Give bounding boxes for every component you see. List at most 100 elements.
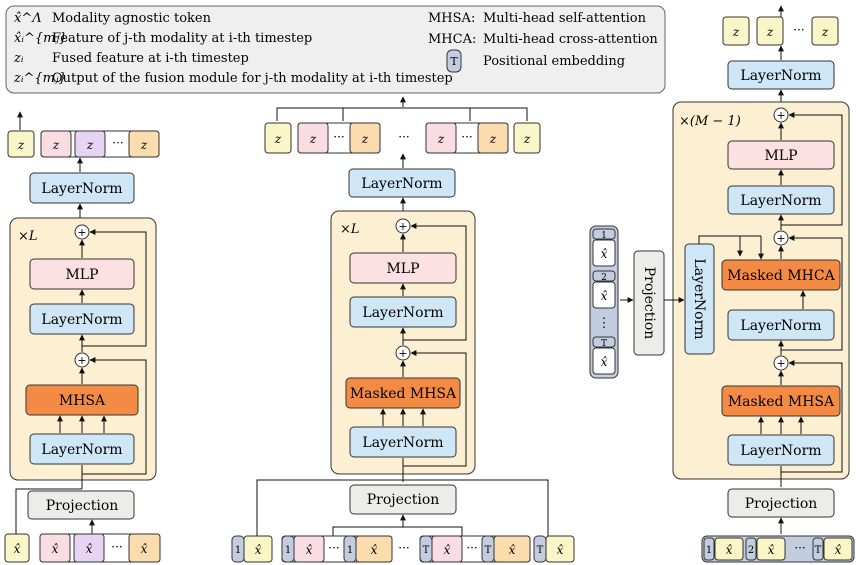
layernorm-label: LayerNorm (41, 442, 122, 458)
layernorm-block (349, 426, 457, 458)
pos-embed-label: 2 (748, 545, 754, 556)
right-output-tokens: z z ··· z (722, 16, 839, 46)
token-x1-mj (592, 239, 616, 267)
pos-embed-T (592, 336, 616, 348)
mlp-label: MLP (386, 261, 419, 277)
token-z (7, 130, 35, 158)
pos-embed-T (812, 537, 824, 561)
pos-embed-2 (745, 537, 757, 561)
repeat-label: ×L (340, 222, 360, 237)
pos-embed-label: T (601, 339, 607, 349)
layernorm-label: LayerNorm (41, 181, 122, 197)
layernorm-block (29, 433, 135, 465)
projection-block (727, 488, 835, 518)
token-label: z (52, 138, 60, 152)
token-z1 (722, 16, 750, 46)
legend-abbr-text: Multi-head self-attention (483, 11, 647, 26)
projection-label: Projection (46, 498, 119, 514)
legend-abbr-mhca: MHCA: Multi-head cross-attention (428, 32, 658, 47)
token-z-m1 (40, 130, 72, 158)
token-zT (811, 16, 839, 46)
pos-embed-2 (592, 270, 616, 282)
token-label: z (821, 25, 829, 39)
plus-label: + (398, 220, 407, 233)
add-node (74, 352, 90, 368)
token-label: x̂ (141, 542, 148, 556)
positional-embedding-swatch (446, 49, 462, 73)
middle-output-tokens: z z ··· z ··· z ··· z z (264, 122, 541, 154)
token-xT-lambda (545, 535, 575, 563)
mhsa-label: MHSA (59, 393, 106, 409)
token-label: x̂ (601, 247, 608, 261)
token-label: x̂ (52, 542, 59, 556)
left-architecture: z z z ··· z LayerNorm ×L + MLP LayerNorm… (4, 111, 161, 563)
token-label: x̂ (726, 543, 733, 557)
legend-symbol: zᵢ^{mⱼ} (13, 71, 67, 86)
pos-embed-1 (592, 228, 616, 240)
legend-symbol: zᵢ (13, 51, 24, 66)
token-xT-lambda (823, 537, 853, 561)
pos-embed-label: T (815, 545, 822, 556)
masked-mhsa-block (721, 385, 841, 417)
mlp-block (29, 258, 135, 290)
add-node (773, 230, 789, 246)
right-input-tokens: 1 x̂ 2 x̂ ··· T x̂ (701, 535, 855, 563)
mlp-label: MLP (764, 148, 797, 164)
pos-embed-label: T (485, 545, 492, 556)
legend-text: Output of the fusion module for j-th mod… (52, 71, 453, 86)
token-xT-mM (493, 535, 531, 563)
token-label: z (274, 132, 282, 146)
left-input-tokens: x̂ x̂ x̂ ··· x̂ (4, 533, 161, 563)
plus-label: + (77, 354, 86, 367)
pos-embed-label: 1 (347, 545, 353, 556)
token-x1-lambda (714, 537, 744, 561)
add-node (395, 345, 411, 361)
legend-abbr-text: Multi-head cross-attention (483, 32, 658, 47)
masked-mhsa-block (345, 377, 461, 409)
plus-label: + (77, 226, 86, 239)
legend-symbol: x̂^Λ (14, 11, 42, 26)
layernorm-label: LayerNorm (362, 305, 443, 321)
pos-embed-label: 1 (285, 545, 291, 556)
ellipsis: ··· (112, 136, 123, 150)
token-x-mM (128, 533, 161, 563)
pos-embed-label: T (537, 545, 544, 556)
layernorm-block (727, 185, 835, 215)
token-z1-m1 (297, 122, 329, 154)
token-label: z (309, 132, 317, 146)
token-z2 (756, 16, 784, 46)
layernorm-block (348, 168, 456, 198)
token-label: z (523, 132, 531, 146)
mlp-block (727, 140, 835, 170)
token-label: x̂ (306, 543, 313, 557)
projection-block (349, 484, 457, 515)
legend-text: Feature of j-th modality at i-th timeste… (52, 31, 312, 46)
token-label: z (361, 132, 369, 146)
token-z-m2 (74, 130, 106, 158)
projection-label: Projection (641, 267, 657, 340)
ellipsis: ··· (466, 541, 477, 555)
legend-abbr-text: Positional embedding (483, 54, 625, 69)
token-label: x̂ (14, 542, 21, 556)
ellipsis: ··· (461, 130, 472, 144)
layernorm-label: LayerNorm (362, 435, 443, 451)
ellipsis: ··· (793, 23, 804, 37)
legend-positional-embedding: T Positional embedding (446, 49, 625, 73)
right-architecture: z z ··· z LayerNorm ×(M − 1) + MLP Layer… (589, 5, 855, 563)
mhsa-block (25, 384, 139, 416)
masked-mhsa-label: Masked MHSA (350, 386, 457, 402)
vertical-ellipsis: ⋮ (598, 316, 611, 331)
legend-symbol: x̂ᵢ^{mⱼ} (14, 31, 67, 46)
token-label: z (86, 138, 94, 152)
token-label: z (17, 138, 25, 152)
pos-embed-label: T (423, 545, 430, 556)
projection-label: Projection (745, 496, 818, 512)
token-label: z (140, 138, 148, 152)
token-label: x̂ (601, 289, 608, 303)
projection-vertical-block (633, 250, 665, 356)
pos-embed-label: 1 (706, 545, 712, 556)
legend-item-modality-agnostic: x̂^Λ Modality agnostic token (14, 11, 212, 26)
layernorm-block (727, 434, 835, 466)
add-node (773, 107, 789, 123)
token-x2-lambda (756, 537, 786, 561)
